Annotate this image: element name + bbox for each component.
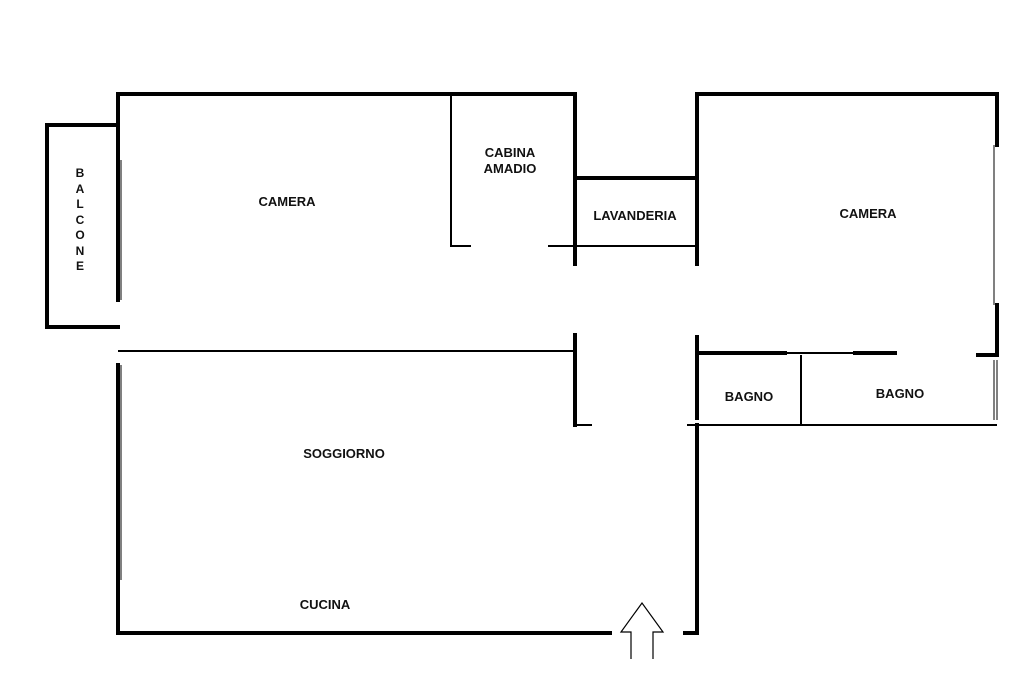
camera-left-label: CAMERA bbox=[258, 194, 316, 209]
bagno-large-label: BAGNO bbox=[875, 386, 925, 401]
balcony bbox=[45, 123, 122, 329]
entrance-arrow-icon bbox=[619, 601, 665, 659]
bagno-small-label: BAGNO bbox=[724, 389, 774, 404]
cucina-label: CUCINA bbox=[299, 597, 351, 612]
soggiorno-label: SOGGIORNO bbox=[303, 446, 385, 461]
exterior-walls bbox=[116, 92, 999, 635]
lavanderia-label: LAVANDERIA bbox=[593, 208, 677, 223]
interior-walls bbox=[118, 96, 897, 427]
camera-right-label: CAMERA bbox=[839, 206, 897, 221]
balcone-label: BALCONE bbox=[75, 166, 85, 273]
cabina-armadio-label: CABINA AMADIO bbox=[483, 145, 537, 176]
